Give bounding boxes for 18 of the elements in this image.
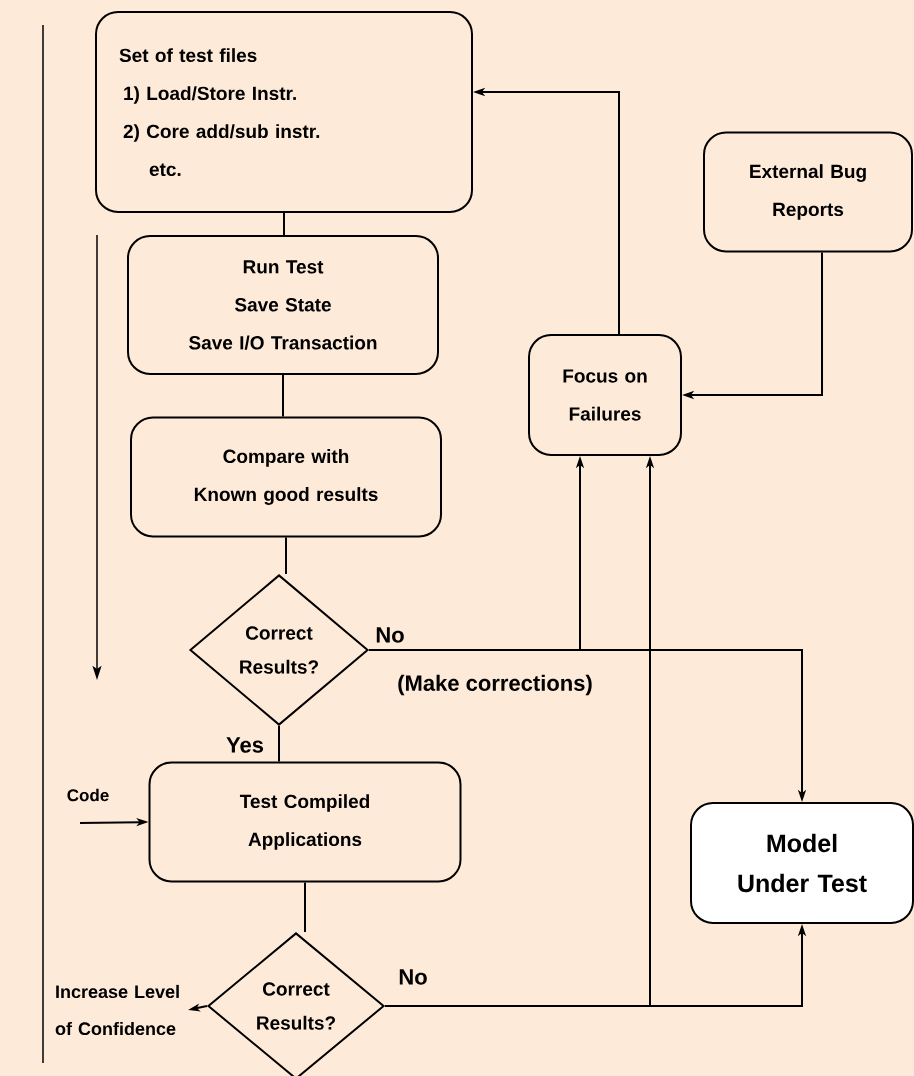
process-box: Compare with Known good results	[130, 416, 442, 538]
connector	[285, 536, 287, 575]
edge-label: No	[399, 969, 427, 985]
connector	[278, 725, 280, 763]
connector	[304, 881, 306, 933]
process-box: Set of test files 1) Load/Store Instr. 2) Core add/sub instr. etc.	[95, 11, 473, 213]
process-box: Focus on Failures	[528, 334, 682, 456]
process-box: External Bug Reports	[703, 131, 913, 253]
process-box: Test Compiled Applications	[148, 761, 462, 883]
edge-label: Code	[67, 788, 109, 802]
connector	[282, 374, 284, 418]
process-box: Run Test Save State Save I/O Transaction	[127, 235, 439, 375]
outcome-text: Increase Level of Confidence	[55, 984, 179, 1036]
process-box: Model Under Test	[690, 802, 914, 924]
note-text: (Make corrections)	[398, 674, 592, 696]
edge-label: No	[376, 627, 404, 643]
connector	[283, 212, 285, 236]
edge-label: Yes	[226, 737, 264, 753]
